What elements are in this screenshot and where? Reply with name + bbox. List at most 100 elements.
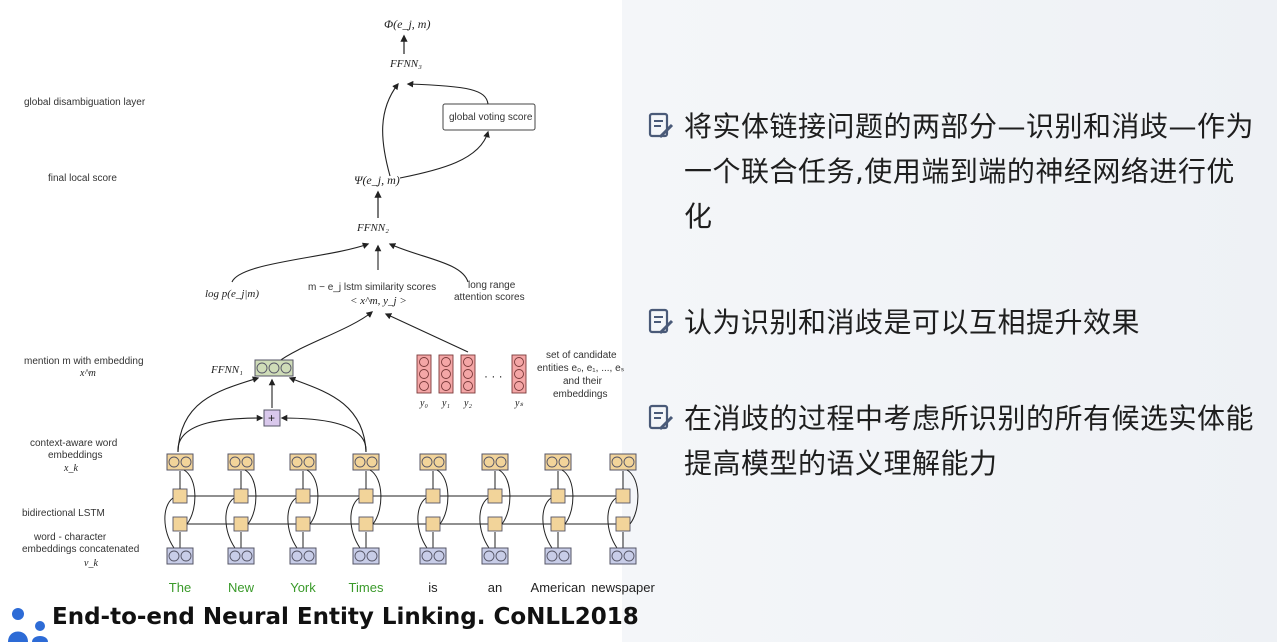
context-label-2: embeddings xyxy=(48,450,102,461)
person-logo-icon xyxy=(8,608,48,642)
lstm-cell xyxy=(172,516,188,532)
ffnn1-box xyxy=(254,359,294,377)
lstm-connector xyxy=(607,497,618,549)
input-word: New xyxy=(228,580,255,595)
y1-label: y₁ xyxy=(441,398,450,409)
ffnn1-label: FFNN₁ xyxy=(210,364,243,376)
lstm-connector xyxy=(626,469,639,525)
input-word: Times xyxy=(349,580,384,595)
note-pen-icon xyxy=(648,112,674,139)
context-embedding xyxy=(544,453,572,471)
lstm-similarity-label-1: m − e_j lstm similarity scores xyxy=(308,282,436,293)
lstm-similarity-label-2: < x^m, y_j > xyxy=(350,295,407,307)
candidate-dots: · · · xyxy=(484,369,503,383)
lstm-cell xyxy=(550,516,566,532)
psi-label: Ψ(e_j, m) xyxy=(354,173,400,187)
lstm-cell xyxy=(487,488,503,504)
right-panel-background xyxy=(622,0,1277,642)
lstm-connector xyxy=(183,469,196,525)
bilstm-columns xyxy=(164,453,639,565)
word-char-embedding xyxy=(352,547,380,565)
input-words: The New York Times is an American newspaper xyxy=(169,580,656,595)
mention-label-1: mention m with embedding xyxy=(24,356,144,367)
candidate-embedding xyxy=(416,354,432,394)
lstm-cell xyxy=(425,516,441,532)
lstm-cell xyxy=(550,488,566,504)
lstm-cell xyxy=(295,488,311,504)
long-range-label-1: long range xyxy=(468,280,516,291)
context-embedding xyxy=(481,453,509,471)
mention-label-2: x^m xyxy=(79,368,96,379)
input-word: The xyxy=(169,580,191,595)
word-char-embedding xyxy=(609,547,637,565)
ffnn2-label: FFNN₂ xyxy=(356,222,389,234)
candidates-label-4: embeddings xyxy=(553,389,607,400)
lstm-cell xyxy=(425,488,441,504)
input-word: is xyxy=(428,580,438,595)
plus-box xyxy=(263,409,281,427)
wordchar-label-1: word - character xyxy=(33,532,107,543)
lstm-cell xyxy=(615,488,631,504)
bullet-item-2: 认为识别和消歧是可以互相提升效果 xyxy=(648,300,1254,345)
candidate-embedding xyxy=(460,354,476,394)
lstm-connector xyxy=(244,469,257,525)
lstm-connector xyxy=(350,497,361,549)
note-pen-icon xyxy=(648,404,674,431)
candidate-embeddings xyxy=(416,354,527,394)
candidate-embedding xyxy=(438,354,454,394)
context-embedding xyxy=(289,453,317,471)
ffnn3-label: FFNN₃ xyxy=(389,58,422,70)
bullet-item-1: 将实体链接问题的两部分—识别和消歧—作为一个联合任务,使用端到端的神经网络进行优… xyxy=(648,104,1254,239)
word-char-embedding xyxy=(544,547,572,565)
global-voting-label: global voting score xyxy=(449,112,533,123)
context-embedding xyxy=(419,453,447,471)
lstm-connector xyxy=(436,469,449,525)
lstm-cell xyxy=(295,516,311,532)
context-label-3: x_k xyxy=(63,463,78,474)
global-disambiguation-label: global disambiguation layer xyxy=(24,97,146,108)
bullet-text-2: 认为识别和消歧是可以互相提升效果 xyxy=(684,306,1141,339)
lstm-cell xyxy=(358,488,374,504)
lstm-cell xyxy=(233,488,249,504)
word-char-embedding xyxy=(481,547,509,565)
word-char-embedding xyxy=(419,547,447,565)
context-embedding xyxy=(609,453,637,471)
bilstm-label: bidirectional LSTM xyxy=(22,508,105,519)
wordchar-label-3: v_k xyxy=(84,558,98,569)
plus-label: + xyxy=(268,411,275,425)
lstm-cell xyxy=(358,516,374,532)
bullet-item-3: 在消歧的过程中考虑所识别的所有候选实体能提高模型的语义理解能力 xyxy=(648,396,1254,486)
long-range-label-2: attention scores xyxy=(454,292,525,303)
context-label-1: context-aware word xyxy=(30,438,117,449)
lstm-connector xyxy=(542,497,553,549)
y2-label: y₂ xyxy=(463,398,472,409)
lstm-cell xyxy=(233,516,249,532)
lstm-cell xyxy=(615,516,631,532)
word-char-embedding xyxy=(227,547,255,565)
log-p-label: log p(e_j|m) xyxy=(205,288,259,300)
candidate-embedding xyxy=(511,354,527,394)
candidates-label-3: and their xyxy=(563,376,603,387)
input-word: an xyxy=(488,580,502,595)
lstm-connector xyxy=(417,497,428,549)
input-word: newspaper xyxy=(591,580,655,595)
architecture-diagram: Φ(e_j, m) FFNN₃ global disambiguation la… xyxy=(22,17,656,595)
lstm-connector xyxy=(479,497,490,549)
candidates-label-2: entities e₀, e₁, ..., eₛ xyxy=(537,363,625,374)
context-embedding xyxy=(166,453,194,471)
lstm-connector xyxy=(225,497,236,549)
lstm-connector xyxy=(164,497,175,549)
lstm-connector xyxy=(561,469,574,525)
input-word: York xyxy=(290,580,316,595)
ys-label: yₛ xyxy=(514,398,523,409)
wordchar-label-2: embeddings concatenated xyxy=(22,544,139,555)
input-word: American xyxy=(531,580,586,595)
context-embedding xyxy=(352,453,380,471)
y0-label: y₀ xyxy=(419,398,428,409)
lstm-connector xyxy=(287,497,298,549)
lstm-connector xyxy=(498,469,511,525)
lstm-connector xyxy=(306,469,319,525)
context-embedding xyxy=(227,453,255,471)
lstm-cell xyxy=(172,488,188,504)
